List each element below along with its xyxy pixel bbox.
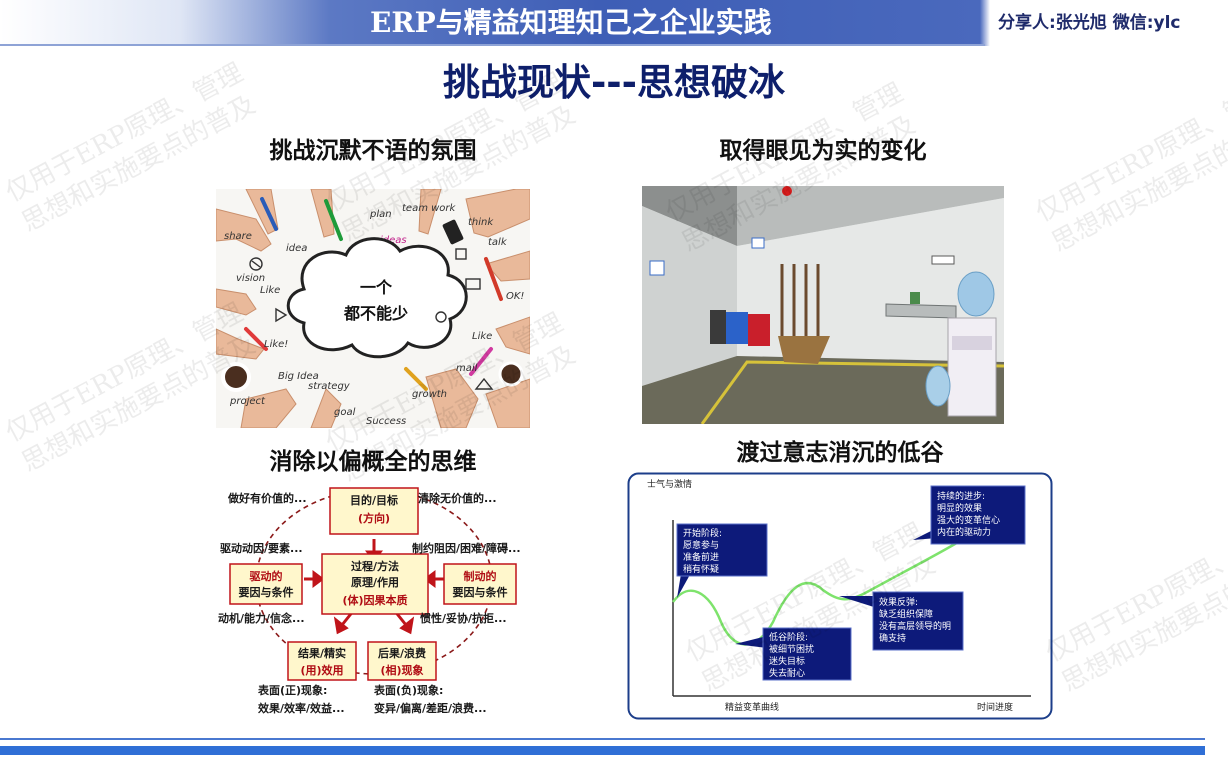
- bottom-right-line1: 表面(负)现象:: [373, 683, 443, 697]
- photo-tool-corner: [642, 186, 1004, 424]
- bottom-left-line2: 效果/效率/效益...: [258, 701, 345, 715]
- hands-cloud-illustration: share idea Like! Like vision project Big…: [216, 189, 530, 428]
- callout-rebound-line4: 确支持: [879, 632, 906, 644]
- watermark-br2: 仅用于ERP原理、管理思想和实施要点的普及: [1040, 517, 1228, 699]
- callout-progress-line3: 强大的变革信心: [937, 514, 1000, 526]
- callout-rebound-line1: 效果反弹:: [879, 596, 918, 608]
- box-left-line1: 驱动的: [250, 569, 283, 583]
- doodle-word: goal: [334, 407, 356, 418]
- box-center-line3: (体)因果本质: [342, 593, 407, 607]
- bottom-left-line1: 表面(正)现象:: [257, 683, 327, 697]
- doodle-word: growth: [412, 389, 447, 400]
- doodle-word: Like!: [264, 339, 288, 350]
- doodle-word: Success: [366, 416, 406, 427]
- left-bottom-label: 动机/能力/信念...: [218, 611, 305, 625]
- callout-rebound-line3: 没有高层领导的明: [879, 620, 951, 632]
- hands-graphic: [216, 189, 530, 428]
- left-top-label: 驱动动因/要素...: [220, 541, 303, 555]
- water-bottle: [957, 271, 995, 317]
- doodle-word: talk: [488, 237, 508, 248]
- caption-top-right: 取得眼见为实的变化: [719, 138, 927, 164]
- coffee-cup-graphic: [221, 362, 251, 392]
- box-bottom-right-line1: 后果/浪费: [378, 646, 426, 660]
- box-left-line2: 要因与条件: [239, 585, 294, 599]
- callout-progress-line1: 持续的进步:: [937, 490, 985, 502]
- cloud-text-line1: 一个: [360, 278, 393, 297]
- caption-bottom-left: 消除以偏概全的思维: [269, 449, 477, 475]
- box-bottom-right-line2: (相)现象: [380, 663, 423, 677]
- footer-rule-thin: [0, 738, 1205, 740]
- box-right-line2: 要因与条件: [453, 585, 508, 599]
- cloud-text-line2: 都不能少: [343, 304, 408, 323]
- doodle-word: ideas: [380, 235, 407, 246]
- callout-start-line4: 稍有怀疑: [683, 563, 719, 575]
- doodle-word: team work: [402, 203, 457, 214]
- callout-trough: 低谷阶段: 被细节困扰 迷失目标 失去耐心: [735, 627, 852, 681]
- callout-trough-line3: 迷失目标: [769, 655, 805, 667]
- doodle-word: OK!: [506, 291, 524, 302]
- callout-start-line2: 愿意参与: [683, 539, 719, 551]
- cause-effect-svg: 目的/目标 (方向) 过程/方法 原理/作用 (体)因果本质 驱动的 要因与条件…: [218, 487, 521, 715]
- footer-rule-thick: [0, 746, 1205, 755]
- caption-top-left: 挑战沉默不语的氛围: [269, 138, 477, 164]
- caption-bottom-right: 渡过意志消沉的低谷: [736, 440, 944, 466]
- box-top-line1: 目的/目标: [350, 493, 398, 507]
- cause-effect-diagram: 目的/目标 (方向) 过程/方法 原理/作用 (体)因果本质 驱动的 要因与条件…: [214, 482, 534, 722]
- right-top-label: 制约阻因/困难/障碍...: [412, 541, 521, 555]
- callout-start-line3: 准备前进: [683, 551, 719, 563]
- y-axis-label: 士气与激情: [647, 478, 692, 490]
- pens-graphic: [244, 197, 503, 391]
- speech-cloud: [286, 237, 468, 359]
- box-bottom-left-line2: (用)效用: [300, 663, 343, 677]
- box-right-line1: 制动的: [464, 569, 497, 583]
- change-curve-line: [671, 516, 1000, 646]
- box-center-line2: 原理/作用: [351, 575, 399, 589]
- box-bottom-left-line1: 结果/精实: [297, 646, 346, 660]
- corner-top-right-label: 清除无价值的...: [418, 491, 497, 505]
- header-title: ERP与精益知理知己之企业实践: [370, 6, 772, 39]
- right-bottom-label: 惯性/妥协/抗拒...: [420, 611, 507, 625]
- header-presenter: 分享人:张光旭 微信:ylc: [998, 13, 1181, 33]
- doodle-word: think: [468, 217, 494, 228]
- callout-trough-line2: 被细节困扰: [769, 643, 814, 655]
- callout-start: 开始阶段: 愿意参与 准备前进 稍有怀疑: [676, 523, 768, 598]
- change-curve-svg: 士气与激情 时间进度 精益变革曲线 开始阶段: 愿意参与 准备前进 稍有怀疑 低…: [627, 472, 1053, 720]
- x-axis-label: 时间进度: [977, 701, 1013, 713]
- corner-top-left-label: 做好有价值的...: [227, 491, 307, 505]
- doodle-word: plan: [369, 209, 392, 220]
- callout-progress: 持续的进步: 明显的效果 强大的变革信心 内在的驱动力: [913, 485, 1026, 545]
- photo-hands-cloud: share idea Like! Like vision project Big…: [216, 189, 530, 428]
- callout-rebound-line2: 缺乏组织保障: [879, 608, 933, 620]
- doodle-word: Like: [260, 285, 280, 296]
- watermark-tr2: 仅用于ERP原理、管理思想和实施要点的普及: [1030, 77, 1228, 259]
- callout-progress-line2: 明显的效果: [937, 502, 982, 514]
- alarm-light: [782, 186, 792, 196]
- callout-progress-line4: 内在的驱动力: [937, 526, 991, 538]
- curve-label: 精益变革曲线: [725, 701, 779, 713]
- callout-trough-line1: 低谷阶段:: [769, 631, 808, 643]
- header-underline: [0, 44, 985, 46]
- box-center-line1: 过程/方法: [351, 559, 399, 573]
- box-top-line2: (方向): [358, 511, 390, 525]
- header-bar: [0, 0, 1228, 46]
- callout-rebound: 效果反弹: 缺乏组织保障 没有高层领导的明 确支持: [839, 591, 964, 651]
- tool-corner-illustration: [642, 186, 1004, 424]
- doodle-word: Like: [472, 331, 492, 342]
- slide-title: 挑战现状---思想破冰: [442, 61, 786, 104]
- change-curve-figure: 士气与激情 时间进度 精益变革曲线 开始阶段: 愿意参与 准备前进 稍有怀疑 低…: [627, 472, 1053, 720]
- bottom-right-line2: 变异/偏离/差距/浪费...: [374, 701, 487, 715]
- doodle-word: strategy: [308, 381, 351, 392]
- doodle-word: idea: [286, 243, 307, 254]
- doodle-word: mail: [456, 363, 478, 374]
- doodle-word: share: [224, 231, 252, 242]
- doodle-word: Big Idea: [278, 371, 319, 382]
- doodle-word: vision: [236, 273, 265, 284]
- callout-start-line1: 开始阶段:: [683, 527, 722, 539]
- callout-trough-line4: 失去耐心: [769, 667, 805, 679]
- doodle-word: project: [229, 396, 266, 407]
